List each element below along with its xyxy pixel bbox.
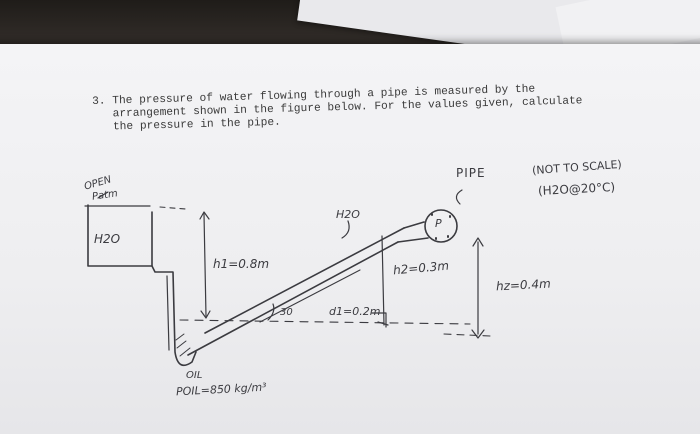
pipe-pressure-label: P (435, 217, 442, 230)
datum-line (179, 319, 471, 325)
pipe-cross-section (424, 209, 458, 243)
h2-dimension-line (381, 235, 385, 326)
h1-label: h1=0.8m (213, 257, 270, 271)
manometer-figure (84, 189, 491, 367)
h1-arrow-top (199, 211, 210, 220)
hz-reference-line (443, 333, 491, 337)
inclined-tube-upper (204, 227, 405, 334)
angle-arc (267, 303, 275, 321)
angle-label: 30 (280, 307, 293, 318)
hz-arrow-top (472, 237, 484, 247)
pipe-fluid-pointer (341, 220, 350, 239)
tank-outline (87, 204, 153, 267)
pipe-dots (431, 213, 451, 240)
pipe-fluid-label: H2O (336, 208, 360, 221)
pipe-connector-upper (403, 221, 425, 229)
manometer-left-leg (151, 265, 197, 367)
inclined-tube-lower (187, 241, 399, 356)
tank-fluid-label: H2O (94, 232, 121, 246)
inclined-oil-line (259, 269, 361, 323)
pipe-connector-lower (397, 237, 429, 243)
surface-reference-line (159, 206, 187, 210)
hz-arrow-bottom (471, 329, 485, 339)
d1-label: d1=0.2m (329, 305, 381, 318)
h1-dimension-line (203, 213, 207, 317)
oil-hatching (175, 333, 191, 357)
pipe-label-pointer (455, 189, 463, 205)
hz-label: hz=0.4m (495, 276, 552, 294)
patm-arrow (97, 191, 109, 199)
worksheet-page (0, 44, 700, 434)
manometer-inner-wall (166, 275, 170, 351)
pipe-label: PIPE (456, 166, 486, 180)
h1-arrow-bottom (200, 310, 211, 319)
oil-label: OIL (186, 370, 203, 381)
d1-marker (371, 312, 387, 328)
